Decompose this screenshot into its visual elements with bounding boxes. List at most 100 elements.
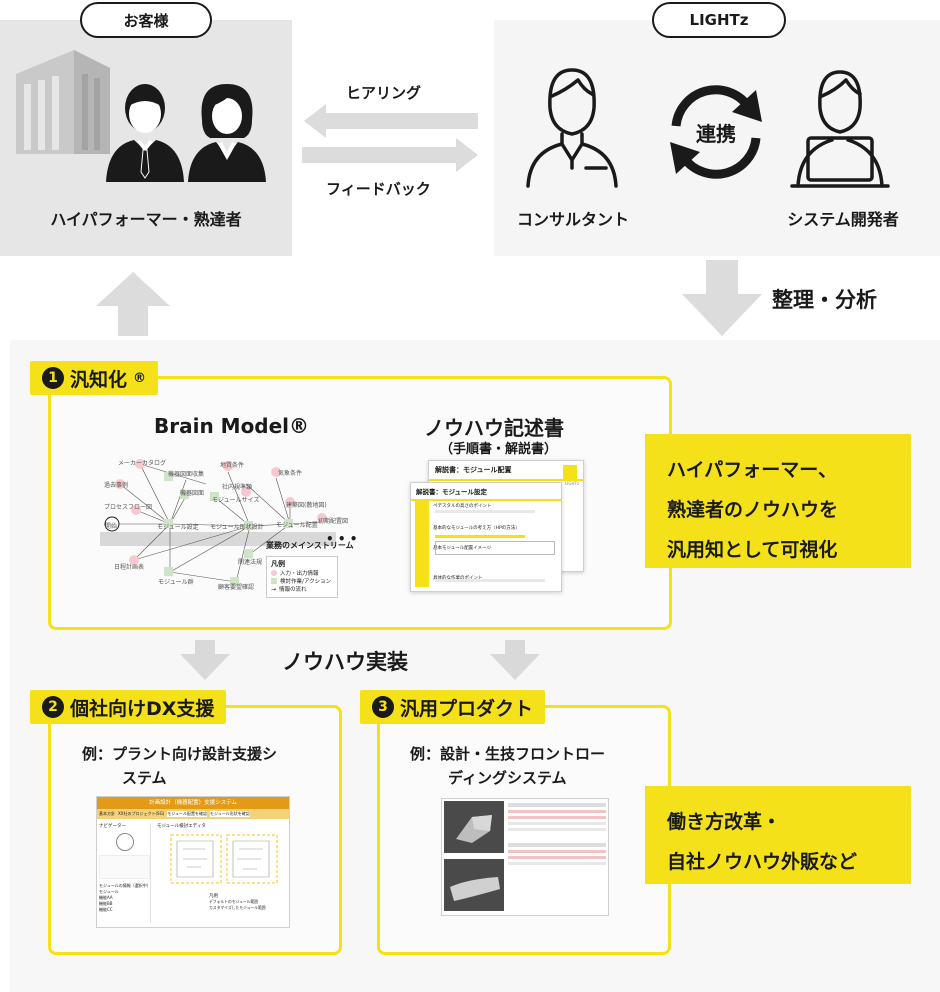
implement-arrow-left: [180, 640, 230, 680]
dx-list-item: 機能BB: [99, 901, 113, 906]
graph-node: モジュール形状設計: [210, 524, 264, 531]
doc-logo: [563, 465, 577, 479]
generalize-tag: 1 汎知化 ®: [30, 361, 159, 395]
graph-node: 建築図(敷地図): [286, 502, 327, 509]
cycle-arrows-icon: [670, 85, 762, 179]
doc-line: 基本モジュール配置イメージ: [433, 546, 492, 551]
link-label: 連携: [696, 122, 736, 146]
graph-node: 関連法規: [238, 559, 263, 566]
step-2-badge: 2: [42, 696, 64, 718]
implement-arrow-right: [490, 640, 540, 680]
hearing-arrow: [304, 104, 478, 138]
callout-line: 熟達者のノウハウを: [667, 499, 839, 521]
graph-node: 過去事例: [104, 482, 129, 489]
callout-line: 自社ノウハウ外販など: [667, 851, 858, 873]
legend-arrow-swatch: →: [271, 585, 277, 593]
dx-list-item: 機能CC: [99, 907, 113, 912]
graph-legend: 凡例 入力・出力情報 検討作業/アクション → 情報の流れ: [266, 556, 338, 598]
lightz-pill: LIGHTz: [652, 2, 786, 38]
dx-tab: モジュール形状を確認: [209, 811, 250, 817]
customer-pill: お客様: [80, 2, 212, 38]
part-render: [456, 815, 492, 843]
dx-example-line: ステム: [122, 769, 167, 787]
dx-navigator: ナビゲーター: [99, 824, 126, 829]
generalize-title: 汎知化: [70, 368, 128, 391]
up-arrow: [96, 272, 170, 336]
brain-model-graph: [100, 459, 336, 586]
dx-tag: 2 個社向けDX支援: [30, 690, 227, 724]
graph-node: 日程計画表: [114, 564, 145, 571]
graph-node: 社内規準類: [222, 484, 253, 491]
dx-tab: XX社のプロジェクト(SG): [118, 811, 165, 816]
knowhow-title: ノウハウ記述書: [424, 416, 564, 440]
graph-node: モジュールサイズ: [212, 497, 260, 504]
doc-line: 具体的な作業のポイント: [433, 575, 557, 581]
businesswoman-icon: [188, 84, 266, 182]
down-arrow: [682, 260, 762, 336]
dx-title: 個社向けDX支援: [70, 697, 215, 720]
feedback-label: フィードバック: [326, 180, 431, 198]
implement-label: ノウハウ実装: [282, 650, 408, 674]
step-1-badge: 1: [42, 367, 64, 389]
doc-line: ペデスタルの高さのポイント: [433, 504, 492, 509]
analyze-label: 整理・分析: [772, 288, 877, 312]
graph-node: 初期配置図: [318, 518, 349, 525]
dx-tab: 基本方針: [99, 811, 115, 816]
doc-sub-header: 解説書：モジュール設定: [411, 483, 561, 501]
mainstream-label: 業務のメインストリーム: [266, 541, 354, 550]
dx-example: 例：プラント向け設計支援シ ステム: [82, 742, 277, 790]
doc-line: 基本的なモジュールの考え方（HPの方法）: [433, 526, 520, 531]
hearing-label: ヒアリング: [346, 84, 422, 102]
dx-legend-item: デフォルトのモジュール範囲: [209, 899, 259, 904]
product-screen: [441, 798, 609, 916]
graph-node: 気象条件: [278, 470, 303, 477]
graph-node: 開始: [105, 523, 118, 530]
callout-line: 汎用知として可視化: [667, 539, 838, 561]
legend-square-swatch: [271, 578, 277, 584]
product-title: 汎用プロダクト: [400, 697, 534, 720]
doc-sheet-front: 解説書：モジュール設定 ペデスタルの高さのポイント 基本的なモジュールの考え方（…: [410, 482, 562, 592]
dx-schematic: [170, 834, 278, 884]
part-render-2: [450, 877, 500, 901]
customer-role-label: ハイパフォーマー・熟達者: [50, 210, 242, 229]
dx-list-title: モジュールの情報（選択中）: [99, 883, 151, 888]
product-example: 例：設計・生技フロントロー ディングシステム: [410, 742, 605, 790]
dx-example-line: 例：プラント向け設計支援シ: [82, 745, 278, 763]
dx-titlebar: 計画設計（機器配置）支援システム: [97, 797, 289, 809]
registered-mark: ®: [133, 370, 147, 386]
building-icon: [16, 50, 110, 154]
legend-circle-swatch: [271, 570, 277, 576]
graph-node: 地質条件: [220, 462, 245, 469]
legend-item: 検討作業/アクション: [280, 579, 332, 585]
product-callout: 働き方改革・ 自社ノウハウ外販など: [645, 786, 911, 884]
developer-icon: [790, 70, 890, 188]
product-example-line: ディングシステム: [448, 769, 567, 787]
graph-node: モジュール群: [158, 579, 194, 586]
consultant-icon: [526, 68, 618, 188]
more-dots: • • •: [326, 532, 358, 546]
doc-logo-text: LIGHTz: [564, 481, 579, 486]
developer-label: システム開発者: [787, 210, 899, 229]
businessman-icon: [106, 84, 184, 182]
feedback-arrow: [302, 138, 478, 172]
dx-tab: モジュール配置を確認: [167, 811, 207, 817]
legend-item: 入力・出力情報: [280, 571, 319, 577]
legend-title: 凡例: [271, 560, 285, 568]
brain-model-title: Brain Model®: [154, 414, 310, 438]
graph-node: モジュール設定: [157, 524, 199, 531]
doc-header: 解説書：モジュール配置: [429, 461, 583, 481]
graph-node: プロセスフロー図: [104, 504, 153, 511]
graph-node: 顧客要望確認: [218, 584, 255, 591]
graph-node: 機器図面: [180, 490, 205, 497]
graph-node: モジュール配置: [276, 522, 318, 529]
graph-node: 機器図面収集: [168, 471, 205, 478]
dx-editor-label: モジュール検討エディタ: [157, 824, 206, 829]
dx-screen: 計画設計（機器配置）支援システム 基本方針 XX社のプロジェクト(SG) モジュ…: [96, 796, 290, 928]
dx-legend-item: カスタマイズしたモジュール範囲: [209, 905, 266, 910]
callout-line: 働き方改革・: [667, 811, 782, 833]
dx-legend-title: 凡例: [209, 894, 218, 899]
knowhow-subtitle: （手順書・解説書）: [440, 442, 558, 457]
graph-node: メーカーカタログ: [118, 460, 167, 467]
generalize-callout: ハイパフォーマー、 熟達者のノウハウを 汎用知として可視化: [645, 434, 911, 568]
product-tag: 3 汎用プロダクト: [360, 690, 546, 724]
